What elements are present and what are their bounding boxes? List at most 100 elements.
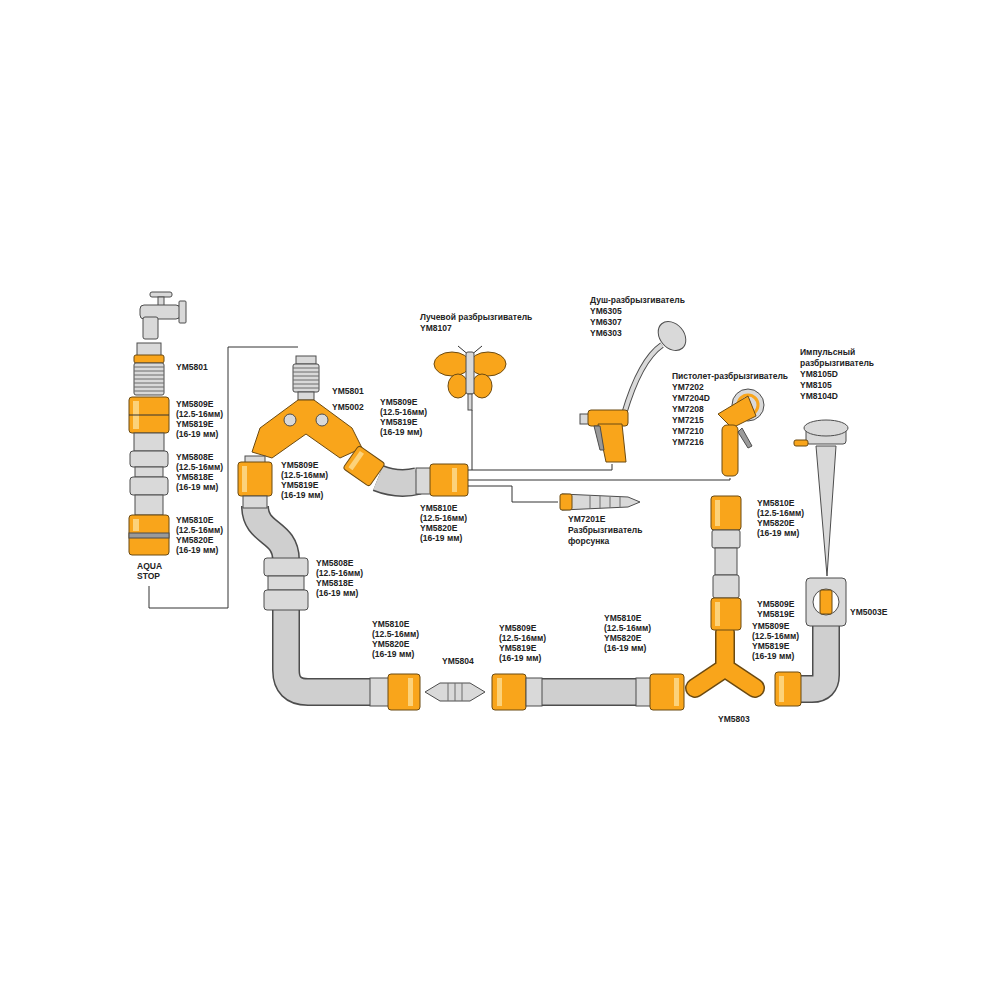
water-tap [150, 292, 172, 297]
two-way-splitter [284, 414, 296, 426]
hose-coupling [775, 672, 801, 706]
hose-coupling [343, 445, 385, 486]
leader-line [468, 464, 612, 470]
hose-coupling [348, 451, 364, 470]
hose-coupling [497, 678, 502, 706]
hose-coupling [129, 397, 169, 451]
part-code: YM8107 [420, 323, 452, 333]
size-range: (12.5-16мм) [757, 508, 804, 518]
hose-coupling [370, 674, 420, 710]
shower-wand [594, 426, 604, 450]
part-code: YM5820E [420, 523, 457, 533]
garden-hose [378, 478, 418, 483]
fitting-column [711, 496, 741, 530]
hose-coupling [526, 678, 542, 706]
product-name: разбрызгиватель [800, 358, 874, 368]
repair-connector [130, 477, 168, 495]
part-code: YM5819E [380, 417, 417, 427]
size-range: (12.5-16мм) [499, 633, 546, 643]
fitting-column [715, 500, 720, 526]
butterfly-sprinkler [472, 374, 492, 398]
garden-hose [255, 478, 826, 692]
three-way-connector [695, 632, 755, 688]
part-code: YM5808E [176, 452, 213, 462]
part-code: YM7215 [672, 415, 704, 425]
size-range: (16-19 мм) [499, 653, 541, 663]
aqua-stop-coupling [129, 515, 169, 555]
part-code: YM5819E [281, 480, 318, 490]
hose-coupling [238, 462, 272, 496]
brand-mark: AQUA [137, 561, 162, 571]
fitting-column [712, 530, 740, 548]
part-code: YM5810E [372, 619, 409, 629]
fitting-column [715, 548, 737, 575]
part-code: YM5801 [176, 362, 208, 372]
product-name: Разбрызгиватель [568, 525, 642, 535]
part-code: YM7208 [672, 404, 704, 414]
part-code: YM5809E [281, 460, 318, 470]
butterfly-sprinkler [434, 346, 506, 410]
water-valve [806, 578, 846, 626]
repair-connector [135, 495, 163, 515]
size-range: (16-19 мм) [757, 528, 799, 538]
aqua-stop-coupling [129, 533, 169, 538]
water-valve [820, 590, 832, 614]
aqua-stop-coupling [133, 519, 139, 531]
water-tap [179, 301, 186, 323]
part-code: YM5819E [176, 419, 213, 429]
product-name: форсунка [568, 536, 609, 546]
part-code: YM8104D [800, 391, 838, 401]
hose-coupling [243, 496, 267, 508]
fitting-column [713, 575, 739, 598]
part-code: YM5804 [442, 656, 474, 666]
water-valve [806, 578, 846, 626]
leader-line [472, 410, 473, 470]
part-code: YM6307 [590, 317, 622, 327]
size-range: (16-19 мм) [176, 545, 218, 555]
tap-adapter [134, 367, 164, 391]
product-name: Лучевой разбрызгиватель [420, 312, 532, 322]
part-code: YM5810E [757, 498, 794, 508]
size-range: (16-19 мм) [176, 482, 218, 492]
hose-coupling [343, 445, 385, 486]
part-code: YM5809E [499, 623, 536, 633]
hose-coupling [650, 674, 684, 710]
butterfly-sprinkler [466, 352, 474, 394]
impulse-sprinkler [816, 446, 836, 576]
repair-connector [264, 558, 308, 576]
size-range: (12.5-16мм) [752, 631, 799, 641]
two-way-splitter [296, 356, 316, 364]
garden-hose [540, 678, 640, 706]
garden-hose [800, 626, 826, 689]
leader-line [468, 486, 558, 502]
hose-coupling [636, 674, 684, 710]
part-code: YM5809E [176, 399, 213, 409]
hose-coupling [129, 415, 169, 416]
size-range: (12.5-16мм) [420, 513, 467, 523]
repair-connector [130, 451, 168, 515]
impulse-sprinkler [794, 420, 848, 576]
double-connector [448, 683, 462, 701]
size-range: (12.5-16мм) [316, 568, 363, 578]
part-code: YM7201E [568, 514, 605, 524]
hose-coupling [388, 674, 420, 710]
hose-coupling [370, 678, 390, 706]
size-range: (16-19 мм) [372, 649, 414, 659]
part-code: YM5810E [176, 515, 213, 525]
part-code: YM5818E [176, 472, 213, 482]
two-way-splitter [298, 392, 314, 400]
size-range: (16-19 мм) [752, 651, 794, 661]
garden-hose [378, 478, 418, 483]
two-way-splitter [316, 414, 328, 426]
shower-wand [624, 345, 662, 414]
part-code: YM5801 [332, 386, 364, 396]
size-range: (16-19 мм) [604, 643, 646, 653]
part-code: YM5803 [718, 714, 750, 724]
garden-hose [255, 506, 372, 692]
part-code: YM5809E [380, 397, 417, 407]
part-code: YM5820E [604, 633, 641, 643]
hose-coupling [238, 462, 272, 508]
product-name: Пистолет-разбрызгиватель [672, 371, 788, 381]
part-code: YM8105D [800, 369, 838, 379]
